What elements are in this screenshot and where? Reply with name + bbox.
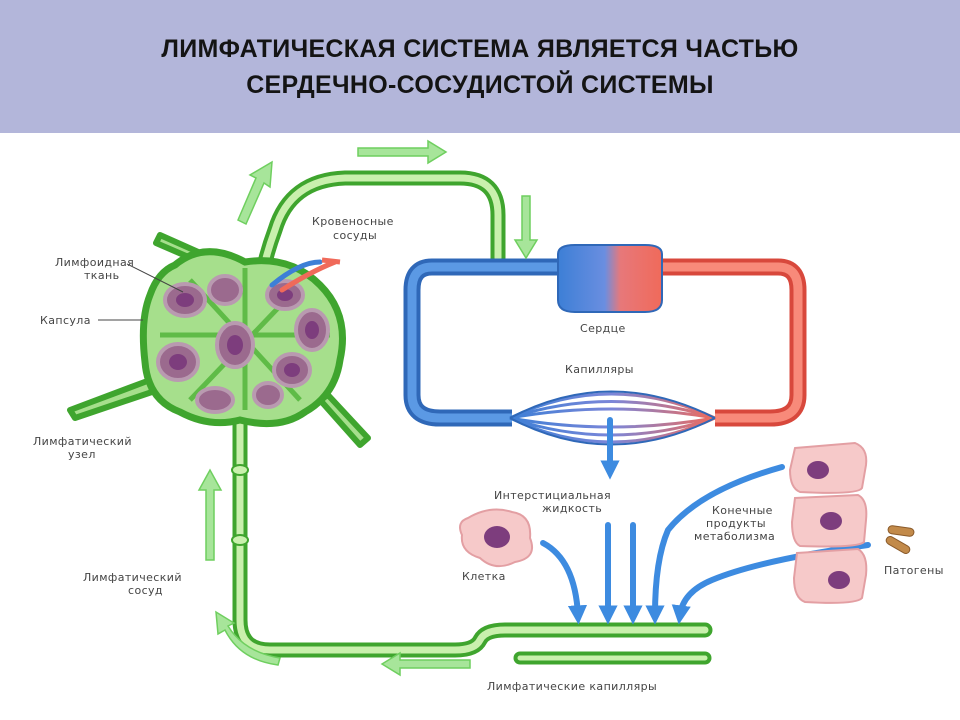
label-lymphoid-tissue-2: ткань [84,269,119,282]
label-lymph-node-2: узел [68,448,96,461]
label-capsule: Капсула [40,314,91,327]
label-metabolism-3: метаболизма [694,530,775,543]
lymph-flow-arrows [197,139,539,677]
slide-title-line-1: ЛИМФАТИЧЕСКАЯ СИСТЕМА ЯВЛЯЕТСЯ ЧАСТЬЮ [161,34,799,63]
label-heart: Сердце [580,322,626,335]
pathogens [885,525,915,554]
label-interstitial-2: жидкость [542,502,602,515]
lymphatic-system-diagram: Кровеносные сосуды Лимфоидная ткань Капс… [33,139,944,693]
label-lymph-capillaries: Лимфатические капилляры [487,680,657,693]
label-lymph-vessel-2: сосуд [128,584,163,597]
lymph-node [67,232,371,448]
label-pathogens: Патогены [884,564,944,577]
labels: Кровеносные сосуды Лимфоидная ткань Капс… [33,215,944,693]
slide-title-line-2: СЕРДЕЧНО-СОСУДИСТОЙ СИСТЕМЫ [246,70,714,99]
label-metabolism-1: Конечные [712,504,773,517]
label-metabolism-2: продукты [706,517,766,530]
lymphoid-follicles [156,274,330,414]
cells [459,441,915,604]
label-lymph-vessel-1: Лимфатический [83,571,182,584]
blood-circulation [321,244,807,446]
label-cell: Клетка [462,570,506,583]
label-interstitial-1: Интерстициальная [494,489,611,502]
title-bar: ЛИМФАТИЧЕСКАЯ СИСТЕМА ЯВЛЯЕТСЯ ЧАСТЬЮ СЕ… [0,0,960,133]
label-lymphoid-tissue-1: Лимфоидная [55,256,134,269]
label-capillaries: Капилляры [565,363,634,376]
node-blood-vessels [269,259,338,293]
heart [557,244,663,313]
label-blood-vessels-1: Кровеносные [312,215,394,228]
label-blood-vessels-2: сосуды [333,229,377,242]
label-lymph-node-1: Лимфатический [33,435,132,448]
